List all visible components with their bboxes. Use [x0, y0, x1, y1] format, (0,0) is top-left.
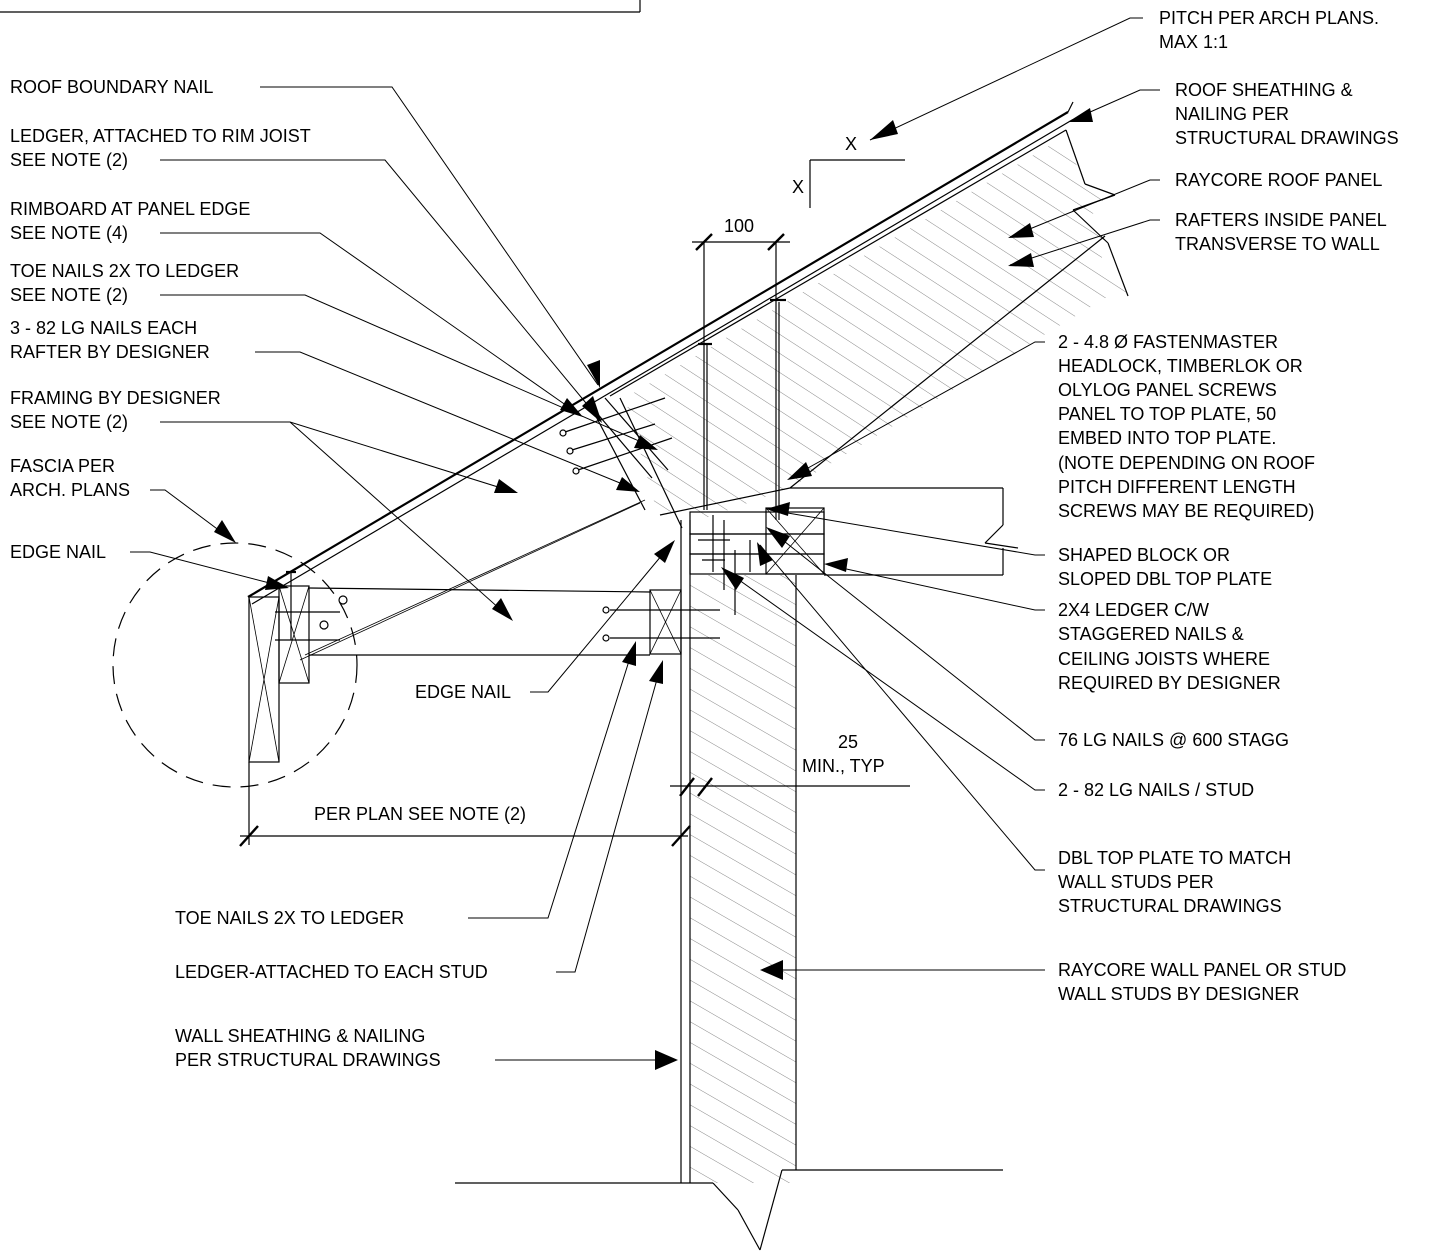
- dimensions: 100 25 MIN., TYP PER PLAN SEE NOTE (2): [239, 216, 910, 847]
- label-raycore-wall-1: RAYCORE WALL PANEL OR STUD: [1058, 960, 1346, 980]
- label-toe-nails-top-1: TOE NAILS 2X TO LEDGER: [10, 261, 239, 281]
- label-ledger-2x4-2: STAGGERED NAILS &: [1058, 624, 1244, 644]
- label-nails-76: 76 LG NAILS @ 600 STAGG: [1058, 730, 1289, 750]
- label-rimboard-1: RIMBOARD AT PANEL EDGE: [10, 199, 250, 219]
- label-pitch-1: PITCH PER ARCH PLANS.: [1159, 8, 1379, 28]
- panel-screws: [698, 298, 786, 520]
- label-roof-boundary-nail: ROOF BOUNDARY NAIL: [10, 77, 213, 97]
- label-nails-82: 2 - 82 LG NAILS / STUD: [1058, 780, 1254, 800]
- roof-panel: [247, 101, 1129, 661]
- label-edge-nail-left: EDGE NAIL: [10, 542, 106, 562]
- label-framing-2: SEE NOTE (2): [10, 412, 128, 432]
- label-toe-nails-bottom: TOE NAILS 2X TO LEDGER: [175, 908, 404, 928]
- label-screws-1: 2 - 4.8 Ø FASTENMASTER: [1058, 332, 1278, 352]
- label-shaped-block-1: SHAPED BLOCK OR: [1058, 545, 1230, 565]
- label-screws-6: (NOTE DEPENDING ON ROOF: [1058, 453, 1315, 473]
- wall-panel: [455, 520, 1003, 1251]
- label-toe-nails-top-2: SEE NOTE (2): [10, 285, 128, 305]
- label-screws-7: PITCH DIFFERENT LENGTH: [1058, 477, 1296, 497]
- label-ledger-2x4-1: 2X4 LEDGER C/W: [1058, 600, 1209, 620]
- label-pitch-2: MAX 1:1: [1159, 32, 1228, 52]
- label-screws-8: SCREWS MAY BE REQUIRED): [1058, 501, 1314, 521]
- label-screws-5: EMBED INTO TOP PLATE.: [1058, 428, 1276, 448]
- label-edge-nail-mid: EDGE NAIL: [415, 682, 511, 702]
- label-ledger-rim-1: LEDGER, ATTACHED TO RIM JOIST: [10, 126, 311, 146]
- label-shaped-block-2: SLOPED DBL TOP PLATE: [1058, 569, 1272, 589]
- dim-25-note: MIN., TYP: [802, 756, 885, 776]
- label-ledger-rim-2: SEE NOTE (2): [10, 150, 128, 170]
- label-raycore-wall-2: WALL STUDS BY DESIGNER: [1058, 984, 1299, 1004]
- label-rafters-1: RAFTERS INSIDE PANEL: [1175, 210, 1387, 230]
- label-lg-nails-82-1: 3 - 82 LG NAILS EACH: [10, 318, 197, 338]
- label-screws-3: OLYLOG PANEL SCREWS: [1058, 380, 1277, 400]
- label-ledger-2x4-3: CEILING JOISTS WHERE: [1058, 649, 1270, 669]
- label-rimboard-2: SEE NOTE (4): [10, 223, 128, 243]
- title-block-corner: [0, 0, 641, 13]
- fascia-assembly: [112, 542, 651, 788]
- label-framing-1: FRAMING BY DESIGNER: [10, 388, 221, 408]
- label-roof-sheathing-3: STRUCTURAL DRAWINGS: [1175, 128, 1399, 148]
- dim-25: 25: [838, 732, 858, 752]
- section-mark: X X: [792, 134, 905, 208]
- label-dbl-top-1: DBL TOP PLATE TO MATCH: [1058, 848, 1291, 868]
- section-x-side: X: [792, 177, 804, 197]
- label-raycore-roof: RAYCORE ROOF PANEL: [1175, 170, 1382, 190]
- wall-ledger: [602, 589, 720, 655]
- label-roof-sheathing-1: ROOF SHEATHING &: [1175, 80, 1353, 100]
- label-screws-2: HEADLOCK, TIMBERLOK OR: [1058, 356, 1303, 376]
- label-lg-nails-82-2: RAFTER BY DESIGNER: [10, 342, 210, 362]
- leaders-right: [721, 17, 1160, 980]
- label-dbl-top-3: STRUCTURAL DRAWINGS: [1058, 896, 1282, 916]
- dim-100: 100: [724, 216, 754, 236]
- per-plan-dim: PER PLAN SEE NOTE (2): [314, 804, 526, 824]
- toe-nails: [559, 397, 673, 511]
- callouts-right: PITCH PER ARCH PLANS. MAX 1:1 ROOF SHEAT…: [1058, 8, 1399, 1004]
- label-roof-sheathing-2: NAILING PER: [1175, 104, 1289, 124]
- leaders-left: [130, 86, 678, 1070]
- label-ledger-stud: LEDGER-ATTACHED TO EACH STUD: [175, 962, 488, 982]
- callouts-left: ROOF BOUNDARY NAIL LEDGER, ATTACHED TO R…: [10, 77, 511, 1070]
- label-wall-sheathing-1: WALL SHEATHING & NAILING: [175, 1026, 425, 1046]
- label-ledger-2x4-4: REQUIRED BY DESIGNER: [1058, 673, 1281, 693]
- label-dbl-top-2: WALL STUDS PER: [1058, 872, 1214, 892]
- top-plates: [689, 487, 1019, 615]
- label-fascia-1: FASCIA PER: [10, 456, 115, 476]
- section-x-top: X: [845, 134, 857, 154]
- label-rafters-2: TRANSVERSE TO WALL: [1175, 234, 1380, 254]
- label-wall-sheathing-2: PER STRUCTURAL DRAWINGS: [175, 1050, 441, 1070]
- label-screws-4: PANEL TO TOP PLATE, 50: [1058, 404, 1276, 424]
- label-fascia-2: ARCH. PLANS: [10, 480, 130, 500]
